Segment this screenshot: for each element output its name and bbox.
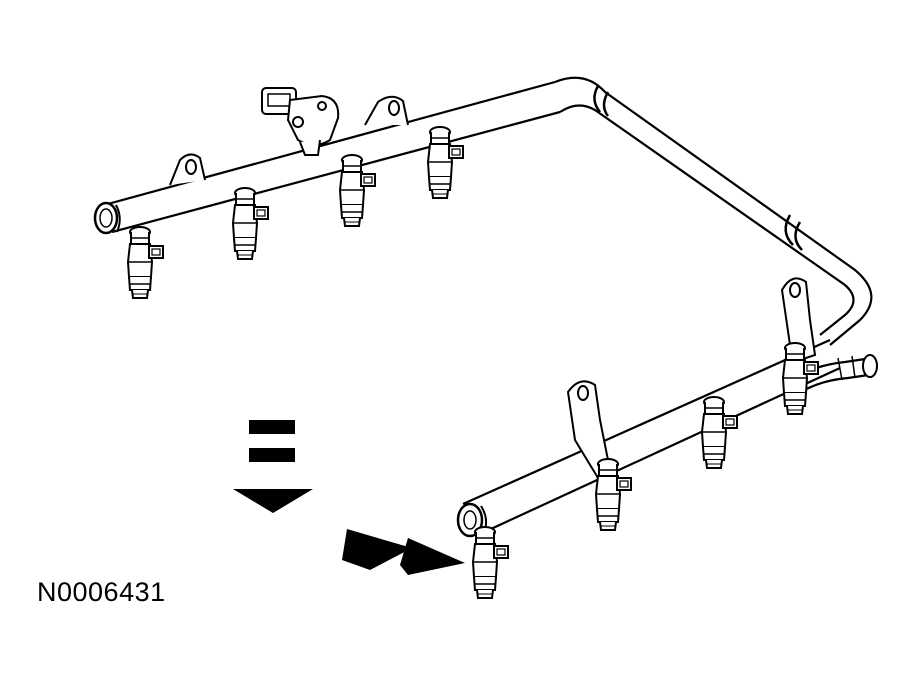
right-injector-3 (701, 396, 738, 469)
left-fuel-rail (93, 80, 561, 299)
direction-arrow-down (233, 420, 313, 513)
direction-arrow-right (342, 529, 465, 575)
right-rail-end-cap (456, 502, 484, 538)
crossover-tube (554, 76, 878, 396)
left-injector-2 (232, 187, 269, 260)
left-injector-3 (339, 154, 376, 227)
figure-id-label: N0006431 (37, 577, 166, 607)
right-rail-bracket-1 (566, 380, 612, 480)
right-fuel-rail (456, 277, 841, 599)
left-rail-bracket-1 (169, 153, 206, 186)
left-injector-4 (427, 126, 464, 199)
right-injector-1 (472, 526, 509, 599)
left-rail-bracket-2 (364, 95, 409, 126)
right-injector-2 (595, 458, 632, 531)
fuel-pressure-sensor (261, 87, 340, 156)
left-injector-1 (127, 226, 164, 299)
left-rail-end-cap (93, 201, 119, 235)
right-rail-bracket-2 (780, 277, 817, 362)
